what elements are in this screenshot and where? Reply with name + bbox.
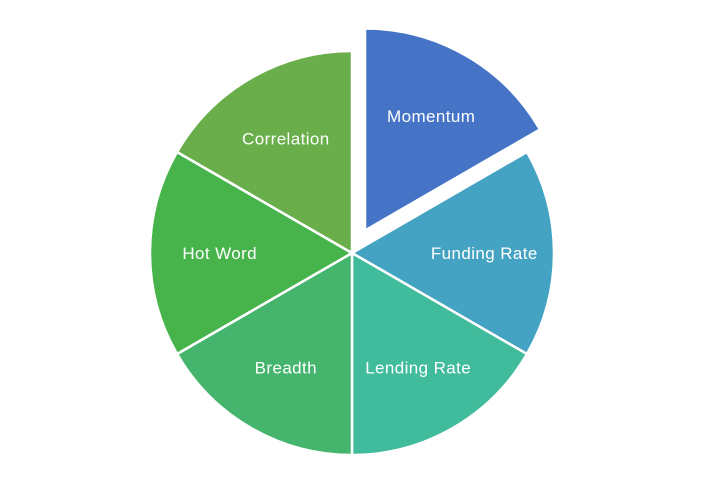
pie-slice-lending-rate[interactable] <box>350 251 529 457</box>
pie-slice-momentum[interactable] <box>363 27 542 232</box>
pie-slice-label-funding-rate: Funding Rate <box>431 244 538 263</box>
pie-slice-hot-word[interactable] <box>148 150 354 356</box>
pie-slice-label-momentum: Momentum <box>387 107 475 126</box>
pie-slice-label-hot-word: Hot Word <box>182 244 257 263</box>
pie-slice-correlation[interactable] <box>175 49 354 255</box>
pie-slice-label-lending-rate: Lending Rate <box>365 359 471 378</box>
pie-slice-label-correlation: Correlation <box>242 129 330 148</box>
pie-slice-breadth[interactable] <box>175 251 354 457</box>
pie-slice-funding-rate[interactable] <box>350 150 556 356</box>
pie-slice-label-breadth: Breadth <box>255 359 317 378</box>
